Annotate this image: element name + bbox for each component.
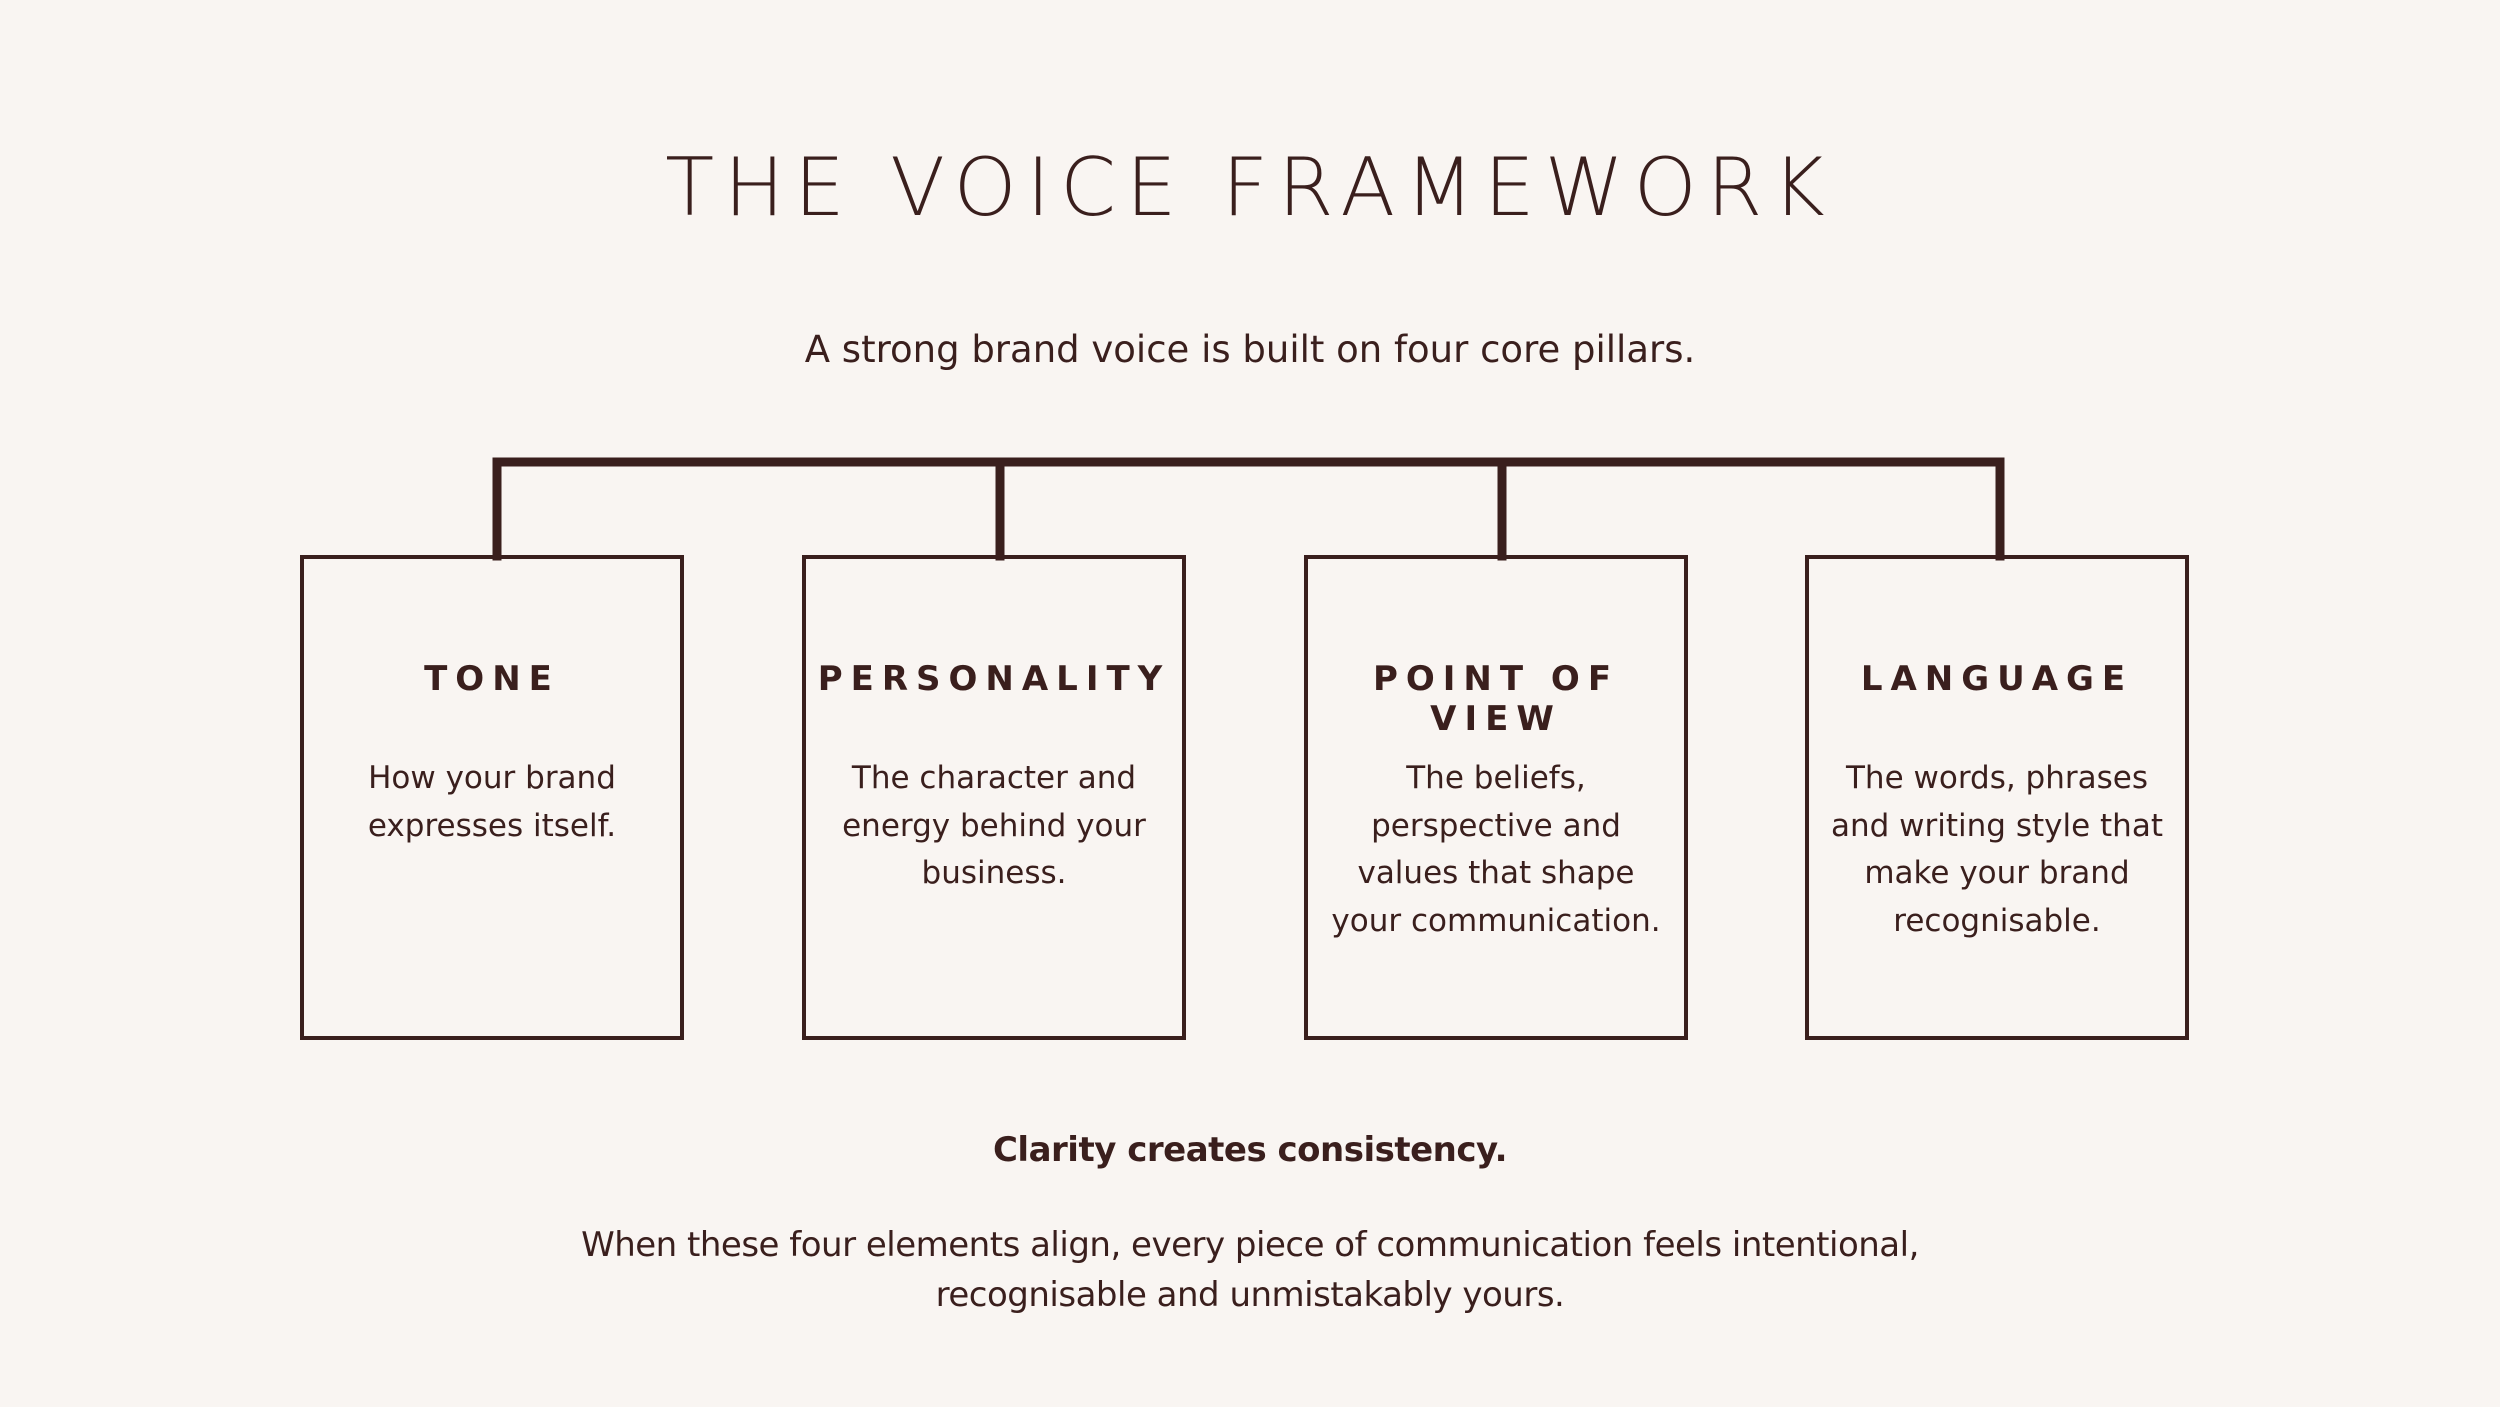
pillar-title: PERSONALITY — [817, 659, 1171, 699]
pillar-card-tone: TONE How your brand expresses itself. — [300, 555, 684, 1040]
pillar-title: LANGUAGE — [1860, 659, 2134, 699]
pillar-description: The character and energy behind your bus… — [842, 760, 1146, 891]
closing-statement: When these four elements align, every pi… — [0, 1220, 2500, 1320]
pillar-description: The words, phrases and writing style tha… — [1831, 760, 2163, 939]
pillar-card-personality: PERSONALITY The character and energy beh… — [802, 555, 1186, 1040]
pillar-title: TONE — [424, 659, 560, 699]
closing-line-1: When these four elements align, every pi… — [581, 1225, 1919, 1265]
pillar-card-language: LANGUAGE The words, phrases and writing … — [1805, 555, 2189, 1040]
pillar-card-point-of-view: POINT OF VIEW The beliefs, perspective a… — [1304, 555, 1688, 1040]
page-title: THE VOICE FRAMEWORK — [665, 141, 1835, 234]
pillar-description: The beliefs, perspective and values that… — [1331, 760, 1661, 939]
page-subtitle: A strong brand voice is built on four co… — [804, 328, 1696, 371]
closing-line-2: recognisable and unmistakably yours. — [935, 1275, 1565, 1315]
pillar-description: How your brand expresses itself. — [367, 760, 617, 844]
pillar-title: POINT OF VIEW — [1372, 659, 1620, 739]
tagline: Clarity creates consistency. — [992, 1130, 1508, 1170]
